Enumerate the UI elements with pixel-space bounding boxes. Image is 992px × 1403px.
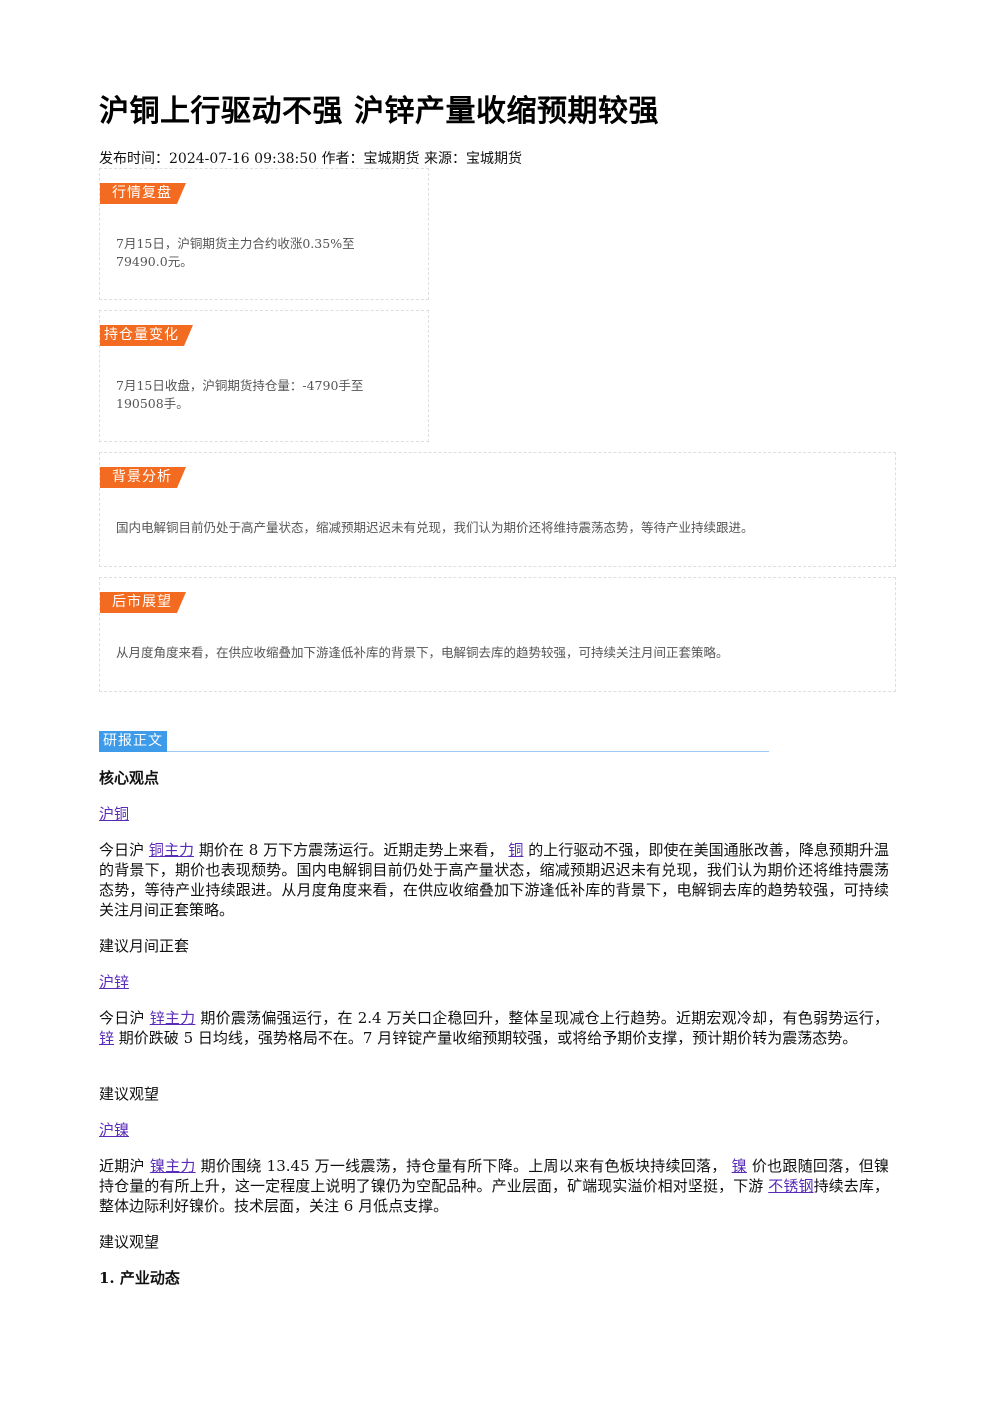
section-header: 研报正文 [99,731,769,753]
section-tag: 研报正文 [99,731,167,752]
zinc-paragraph: 今日沪 锌主力 期价震荡偏强运行，在 2.4 万关口企稳回升，整体呈现减仓上行趋… [99,1008,889,1048]
summary-tag: 持仓量变化 [100,325,193,346]
zinc-link[interactable]: 沪锌 [99,973,130,991]
text-span: 期价在 8 万下方震荡运行。近期走势上来看， [198,841,504,859]
stainless-steel-link[interactable]: 不锈钢 [768,1177,814,1195]
core-view-title: 核心观点 [99,769,160,787]
text-span: 期价围绕 13.45 万一线震荡，持仓量有所下降。上周以来有色板块持续回落， [200,1157,727,1175]
section-divider [99,751,769,752]
text-span: 价也跟随回落，但镍持仓量的有所上升，这一定程度上说明了镍仍为空配品种。产业层面，… [99,1157,889,1195]
summary-box-outlook: 后市展望 从月度角度来看，在供应收缩叠加下游逢低补库的背景下，电解铜去库的趋势较… [99,577,896,692]
summary-box-position-change: 持仓量变化 7月15日收盘，沪铜期货持仓量：-4790手至190508手。 [99,310,429,442]
summary-text: 从月度角度来看，在供应收缩叠加下游逢低补库的背景下，电解铜去库的趋势较强，可持续… [116,645,729,660]
summary-tag: 背景分析 [100,467,186,488]
text-span: 期价震荡偏强运行，在 2.4 万关口企稳回升，整体呈现减仓上行趋势。近期宏观冷却… [200,1009,889,1027]
summary-text: 国内电解铜目前仍处于高产量状态，缩减预期迟迟未有兑现，我们认为期价还将维持震荡态… [116,520,754,535]
summary-tag: 行情复盘 [100,183,186,204]
zinc-main-link[interactable]: 锌主力 [149,1009,196,1027]
text-span: 期价跌破 5 日均线，强势格局不在。7 月锌锭产量收缩预期较强，或将给予期价支撑… [118,1029,858,1047]
text-span: 今日沪 [99,1009,145,1027]
zinc-link-inline[interactable]: 锌 [99,1029,115,1047]
zinc-advice: 建议观望 [99,1085,160,1103]
nickel-main-link[interactable]: 镍主力 [149,1157,196,1175]
text-span: 今日沪 [99,841,145,859]
copper-main-link[interactable]: 铜主力 [148,841,195,859]
copper-link-inline[interactable]: 铜 [508,841,524,859]
text-span: 的上行驱动不强，即使在美国通胀改善，降息预期升温的背景下，期价也表现颓势。国内电… [99,841,889,919]
text-span: 近期沪 [99,1157,145,1175]
nickel-advice: 建议观望 [99,1233,160,1251]
summary-box-market-review: 行情复盘 7月15日，沪铜期货主力合约收涨0.35%至79490.0元。 [99,168,429,300]
copper-link[interactable]: 沪铜 [99,805,130,823]
article-title: 沪铜上行驱动不强 沪锌产量收缩预期较强 [99,94,659,129]
summary-text: 7月15日收盘，沪铜期货持仓量：-4790手至190508手。 [116,378,364,411]
summary-tag: 后市展望 [100,592,186,613]
article-meta: 发布时间：2024-07-16 09:38:50 作者：宝城期货 来源：宝城期货 [99,151,522,167]
summary-text: 7月15日，沪铜期货主力合约收涨0.35%至79490.0元。 [116,236,355,269]
copper-paragraph: 今日沪 铜主力 期价在 8 万下方震荡运行。近期走势上来看， 铜 的上行驱动不强… [99,840,889,920]
nickel-paragraph: 近期沪 镍主力 期价围绕 13.45 万一线震荡，持仓量有所下降。上周以来有色板… [99,1156,889,1216]
copper-advice: 建议月间正套 [99,937,190,955]
section-industry-news: 1. 产业动态 [99,1269,180,1287]
nickel-link[interactable]: 沪镍 [99,1121,130,1139]
summary-box-background: 背景分析 国内电解铜目前仍处于高产量状态，缩减预期迟迟未有兑现，我们认为期价还将… [99,452,896,567]
nickel-link-inline[interactable]: 镍 [731,1157,747,1175]
text-span: 持续去库，整体边际利好镍价。技术层面，关注 6 月低点支撑。 [99,1177,889,1215]
